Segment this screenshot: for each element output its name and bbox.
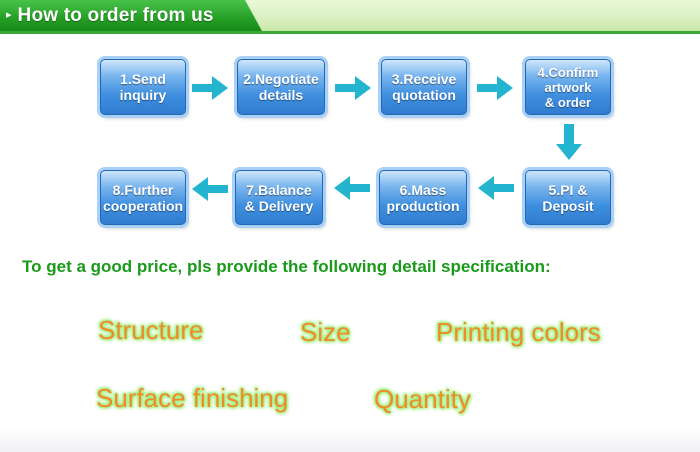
play-arrow-icon: ▸ xyxy=(6,9,12,21)
step-negotiate-details: 2.Negotiate details xyxy=(237,59,325,115)
step-label: 8.Further cooperation xyxy=(102,181,184,214)
step-receive-quotation: 3.Receive quotation xyxy=(381,59,467,115)
spec-quantity: Quantity xyxy=(374,384,471,414)
arrow-left-icon xyxy=(334,176,370,200)
step-label: 4.Confirm artwork & order xyxy=(537,64,599,110)
step-label: 2.Negotiate details xyxy=(243,71,319,103)
arrow-left-icon xyxy=(478,176,514,200)
step-further-cooperation: 8.Further cooperation xyxy=(100,170,186,225)
step-pi-deposit: 5.PI & Deposit xyxy=(525,170,611,225)
step-send-inquiry: 1.Send inquiry xyxy=(100,59,186,115)
page-title: How to order from us xyxy=(17,4,214,26)
step-label: 6.Mass production xyxy=(386,181,460,214)
header-tab: ▸ How to order from us xyxy=(0,0,262,31)
step-confirm-artwork: 4.Confirm artwork & order xyxy=(525,59,611,115)
spec-printing-colors: Printing colors xyxy=(436,317,601,347)
step-mass-production: 6.Mass production xyxy=(379,170,467,225)
arrow-right-icon xyxy=(192,76,228,100)
step-label: 3.Receive quotation xyxy=(391,71,457,103)
bottom-fade xyxy=(0,428,700,452)
arrow-right-icon xyxy=(335,76,371,100)
spec-size: Size xyxy=(300,317,351,347)
step-label: 5.PI & Deposit xyxy=(542,181,594,214)
step-label: 7.Balance & Delivery xyxy=(244,181,314,214)
arrow-left-icon xyxy=(192,177,228,201)
arrow-down-icon xyxy=(556,124,582,160)
arrow-right-icon xyxy=(477,76,513,100)
step-label: 1.Send inquiry xyxy=(119,71,167,103)
instruction-text: To get a good price, pls provide the fol… xyxy=(22,257,551,276)
spec-surface-finishing: Surface finishing xyxy=(96,383,289,413)
step-balance-delivery: 7.Balance & Delivery xyxy=(235,170,323,225)
spec-structure: Structure xyxy=(98,315,204,345)
